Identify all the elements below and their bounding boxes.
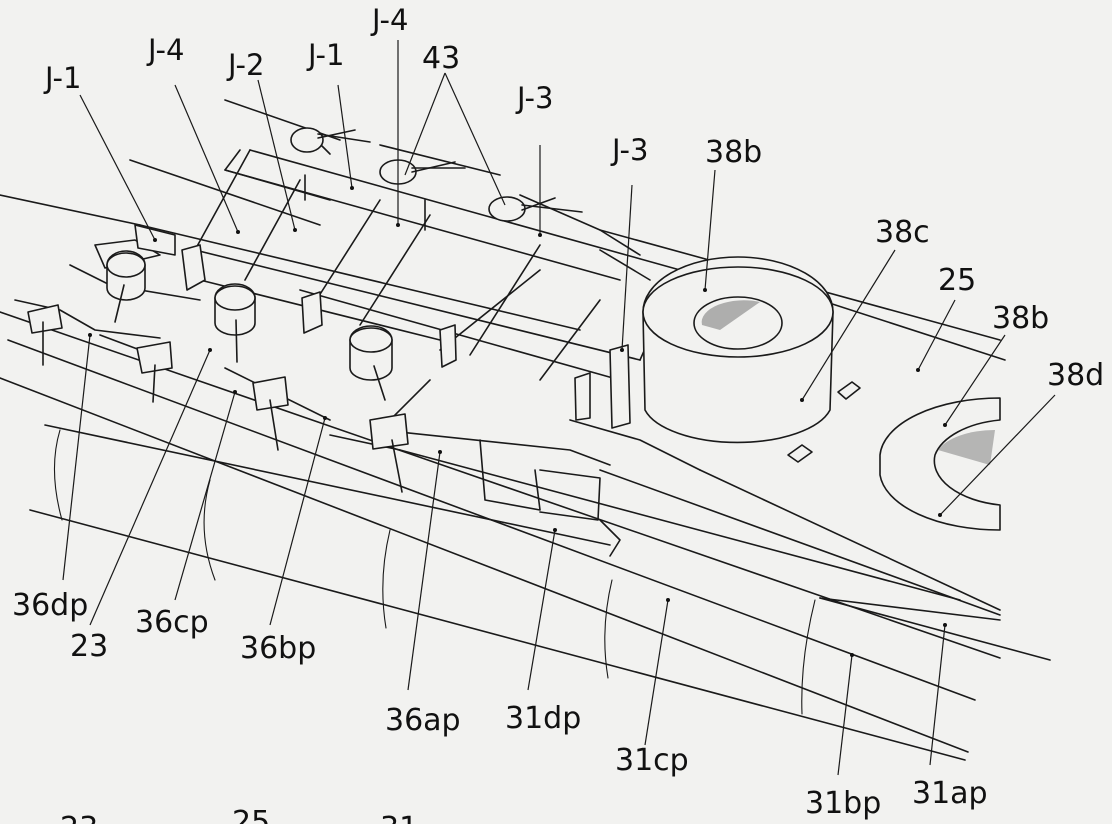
label-38b-top: 38b — [705, 135, 762, 170]
label-bottom-25: 25 — [232, 805, 270, 824]
label-j1-left: J-1 — [43, 61, 81, 95]
label-bottom-31: 31 — [380, 811, 418, 824]
label-36dp: 36dp — [12, 588, 88, 623]
label-36cp: 36cp — [135, 605, 209, 640]
secondary-turrets — [27, 250, 409, 493]
turret-4 — [27, 304, 63, 366]
ring-38d — [879, 397, 1001, 531]
turret-ring-38b — [642, 256, 861, 463]
label-31dp: 31dp — [505, 701, 581, 736]
label-23: 23 — [70, 629, 108, 664]
turret-7 — [369, 413, 409, 493]
label-31bp: 31bp — [805, 786, 881, 821]
hull-lines — [0, 311, 1051, 761]
aa-guns — [290, 127, 583, 222]
label-38b-right: 38b — [992, 301, 1049, 336]
label-36bp: 36bp — [240, 631, 316, 666]
label-25: 25 — [938, 263, 976, 298]
label-j4-top: J-4 — [370, 3, 408, 37]
deck-outline — [0, 99, 1006, 611]
leader-lines — [62, 40, 1056, 776]
label-j4-left: J-4 — [146, 33, 184, 67]
label-31cp: 31cp — [615, 743, 689, 778]
label-bottom-23: 23 — [60, 811, 98, 824]
label-31ap: 31ap — [912, 776, 988, 811]
turret-5 — [136, 341, 173, 403]
label-j3-mid: J-3 — [610, 133, 648, 167]
label-38d: 38d — [1047, 358, 1104, 393]
part-labels: J-1 J-4 J-2 J-1 J-4 43 J-3 J-3 38b 38c 2… — [12, 3, 1104, 824]
turret-1 — [106, 250, 146, 323]
label-j3-top: J-3 — [515, 81, 553, 115]
label-43: 43 — [422, 41, 460, 76]
label-38c: 38c — [875, 215, 930, 250]
label-36ap: 36ap — [385, 703, 461, 738]
turret-6 — [252, 376, 289, 451]
turret-3 — [349, 325, 393, 401]
turret-2 — [214, 283, 256, 363]
label-j2: J-2 — [226, 48, 264, 82]
label-j1-mid: J-1 — [306, 38, 344, 72]
